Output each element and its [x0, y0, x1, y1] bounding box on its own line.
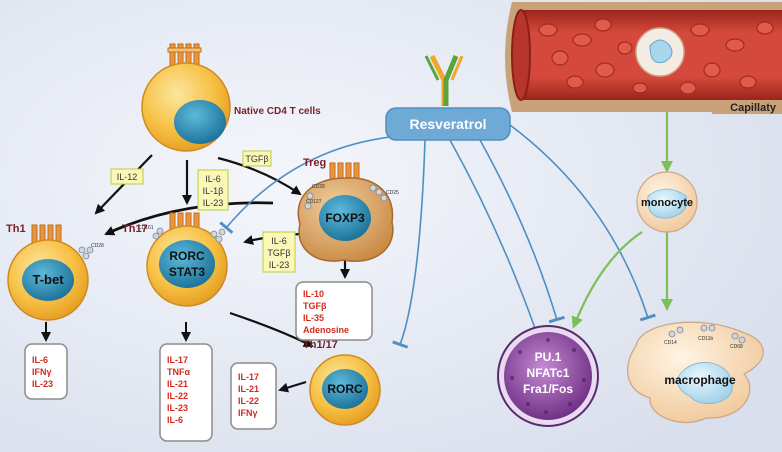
cd25-label: CD25	[386, 190, 399, 196]
th17-output-3: IL-21	[167, 379, 188, 389]
th117-label: Th1/17	[303, 339, 338, 351]
th17-cell: CD161 RORC STAT3 Th17	[122, 212, 228, 307]
capillary-label: Capillaty	[730, 102, 777, 114]
cd14-receptor-icon	[668, 324, 746, 344]
nucleus	[322, 369, 368, 409]
nfatc1-label: NFATc1	[527, 366, 570, 380]
cd28-label: CD28	[312, 184, 325, 190]
nucleus	[22, 259, 74, 301]
th117-output-3: IL-22	[238, 396, 259, 406]
th17-output-2: TNFα	[167, 367, 190, 377]
th17-output-6: IL-6	[167, 415, 183, 425]
treg-to-th17-1: IL-6	[271, 236, 287, 246]
treg-to-th17-tag	[262, 231, 296, 273]
macrophage-label: macrophage	[664, 373, 736, 387]
th17-output-4: IL-22	[167, 391, 188, 401]
th117-output-box	[230, 362, 277, 430]
red-blood-cells	[538, 18, 774, 95]
inhibition-lines	[219, 124, 656, 349]
th17-inducer-3: IL-23	[203, 198, 224, 208]
resveratrol-label: Resveratrol	[409, 116, 486, 132]
cd68-label: CD68	[730, 344, 743, 350]
resveratrol-node: Resveratrol	[385, 54, 511, 141]
rorc-label-th117: RORC	[327, 382, 363, 396]
antibody-icon	[424, 54, 464, 106]
tgfb-tag-text: TGFβ	[245, 154, 268, 164]
tgfb-tag	[242, 150, 272, 167]
pu1-label: PU.1	[535, 350, 562, 364]
monocyte-label: monocyte	[641, 197, 693, 209]
treg-cell: FOXP3 CD28 CD127 CD25 Treg	[297, 157, 399, 262]
cd28-receptor-icon	[78, 246, 94, 260]
treg-output-box	[295, 281, 373, 341]
th17-output-box	[159, 343, 213, 442]
fra1-label: Fra1/Fos	[523, 382, 573, 396]
nucleus	[174, 100, 226, 144]
monocyte-cell: monocyte	[636, 171, 698, 233]
th117-cell: RORC Th1/17	[303, 339, 381, 426]
cd161-receptor-icon	[152, 227, 226, 243]
treg-output-3: IL-35	[303, 313, 324, 323]
native-cd4-t-cell: Native CD4 T cells	[141, 43, 321, 152]
native-cd4-label: Native CD4 T cells	[234, 106, 321, 117]
capillary-vessel: Capillaty	[505, 2, 782, 114]
treg-label: Treg	[303, 157, 326, 169]
cytokine-tags: IL-12 TGFβ IL-6 IL-1β IL-23 IL-6 TGFβ IL…	[110, 150, 296, 273]
rorc-label: RORC	[169, 249, 205, 263]
cd127-label: CD127	[306, 199, 322, 205]
treg-output-1: IL-10	[303, 289, 324, 299]
il12-tag-text: IL-12	[117, 172, 138, 182]
treg-to-th17-3: IL-23	[269, 260, 290, 270]
th17-label: Th17	[122, 223, 148, 235]
th117-output-4: IFNγ	[238, 408, 258, 418]
cd161-label: CD161	[138, 225, 154, 231]
th17-output-1: IL-17	[167, 355, 188, 365]
cd28-label: CD28	[91, 243, 104, 249]
tcr-receptor-icon	[329, 162, 360, 182]
th1-output-2: IFNγ	[32, 367, 52, 377]
treg-to-th17-2: TGFβ	[267, 248, 290, 258]
th17-output-5: IL-23	[167, 403, 188, 413]
th1-output-1: IL-6	[32, 355, 48, 365]
granules	[510, 338, 586, 414]
th17-inducer-tag	[197, 169, 229, 211]
pu1-cell: PU.1 NFATc1 Fra1/Fos	[497, 325, 599, 427]
foxp3-label: FOXP3	[325, 211, 365, 225]
nucleus	[159, 240, 215, 288]
th17-inducer-2: IL-1β	[203, 186, 224, 196]
th1-label: Th1	[6, 223, 26, 235]
il12-tag	[110, 168, 144, 185]
th117-output-2: IL-21	[238, 384, 259, 394]
stat3-label: STAT3	[169, 265, 206, 279]
th117-output-1: IL-17	[238, 372, 259, 382]
treg-output-4: Adenosine	[303, 325, 349, 335]
cd25-receptor-icon	[304, 184, 388, 210]
tbet-label: T-bet	[32, 272, 64, 287]
th17-inducer-1: IL-6	[205, 174, 221, 184]
th1-output-box	[24, 343, 68, 400]
cd14-label: CD14	[664, 340, 677, 346]
th1-output-3: IL-23	[32, 379, 53, 389]
treg-output-2: TGFβ	[303, 301, 327, 311]
output-boxes: IL-6 IFNγ IL-23 IL-17 TNFα IL-21 IL-22 I…	[24, 281, 373, 442]
cd11b-label: CD11b	[698, 336, 713, 342]
nucleus	[319, 195, 371, 241]
macrophage-cell: CD14 CD11b CD68 macrophage	[627, 321, 764, 424]
th1-cell: CD28 T-bet Th1	[6, 223, 104, 321]
green-arrows	[571, 112, 673, 329]
